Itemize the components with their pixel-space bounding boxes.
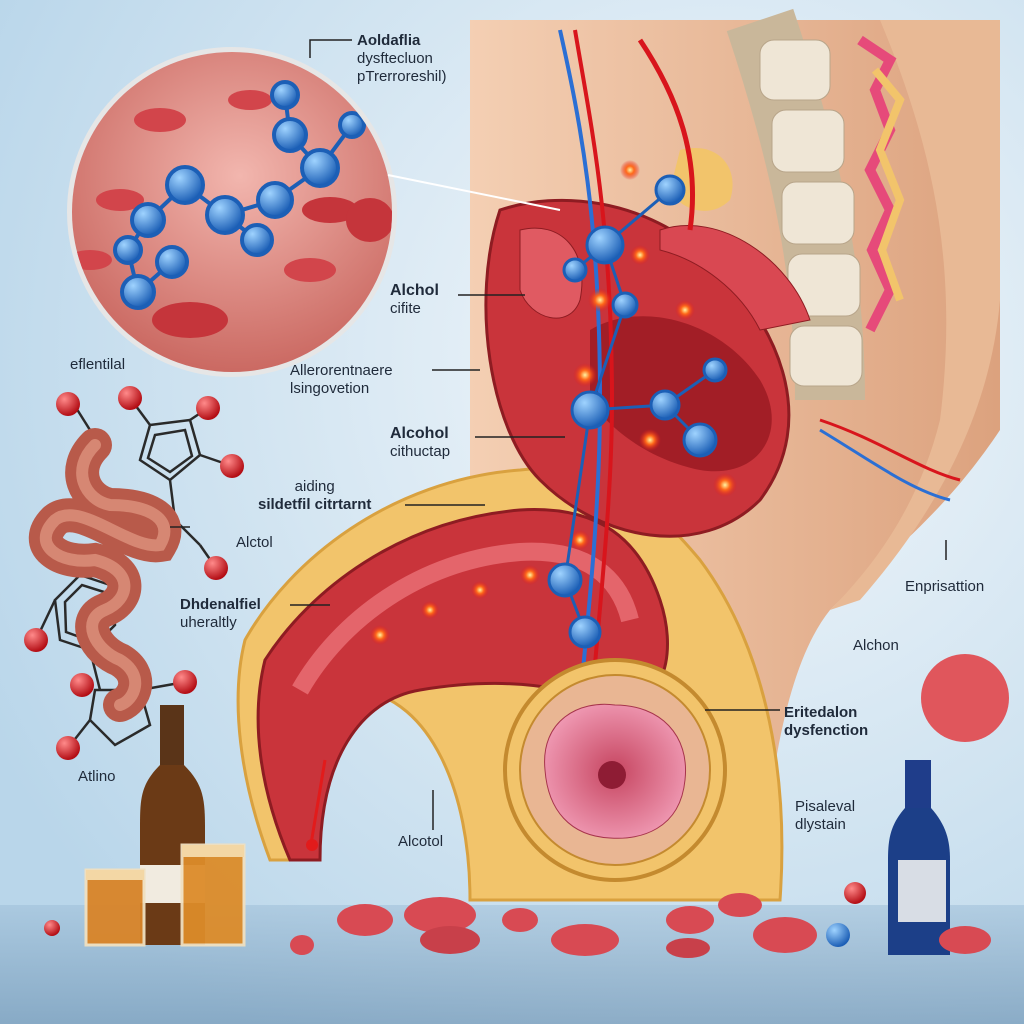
alterorentaere-label: Allerorentnaere lsingovetion xyxy=(290,362,393,397)
spine xyxy=(726,8,905,401)
inset-callout-label: Aoldaflia dysftecluon pTrerroreshil) xyxy=(357,32,447,85)
magnified-inset xyxy=(67,47,561,377)
bottle-icon xyxy=(888,760,950,955)
molecule-icon xyxy=(547,174,728,649)
pill-icon xyxy=(290,654,1009,958)
testis-cross-section xyxy=(503,658,727,882)
chemical-atoms xyxy=(24,386,244,936)
erectile-dysfunction-label: Eritedalon dysfenction xyxy=(784,704,869,739)
alchon-label: Alchon xyxy=(853,637,899,654)
enprisation-label: Enprisattion xyxy=(905,578,985,595)
prealeval-label: Pisaleval dlystain xyxy=(795,798,856,833)
sildenafil-label: aiding sildetfil citrtarnt xyxy=(258,478,372,513)
alctol-label: Alctol xyxy=(236,534,273,551)
alcohol-citrate-label: Alchol cifite xyxy=(390,282,439,317)
atino-label: Atlino xyxy=(78,768,116,785)
glass-icon xyxy=(84,843,246,947)
back-skin xyxy=(830,20,1000,610)
efiential-label: eflentilal xyxy=(70,356,126,373)
dhdenalfiel-label: Dhdenalfiel uheraltly xyxy=(180,596,261,631)
leader-lines xyxy=(170,39,947,830)
alcohol-cithactap-label: Alcohol cithuctap xyxy=(390,425,451,460)
signal-particles xyxy=(306,160,737,851)
alcotol-label: Alcotol xyxy=(398,833,444,850)
